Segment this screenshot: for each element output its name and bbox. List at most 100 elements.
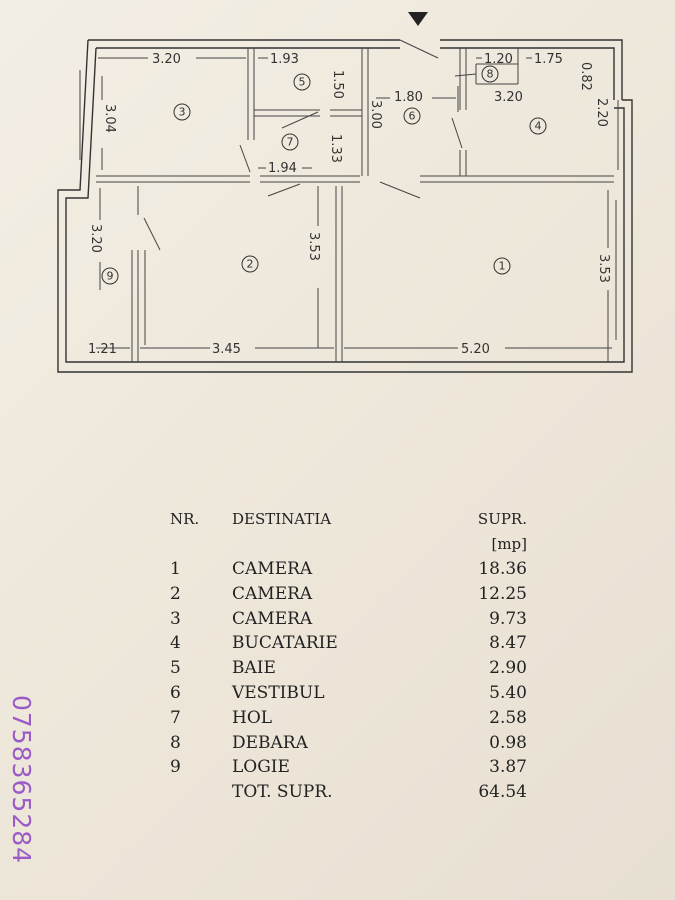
legend-cell-destinatia: HOL [232, 707, 273, 728]
legend-row: 6 VESTIBUL 5.40 [170, 681, 527, 706]
dim-label-room7-width: 1.94 [268, 161, 297, 176]
legend-cell-supr: 5.40 [489, 682, 527, 703]
legend-header-destinatia: DESTINATIA [232, 510, 332, 529]
legend-row: 3 CAMERA 9.73 [170, 606, 527, 631]
legend-cell-nr: 8 [170, 732, 181, 753]
legend-cell-destinatia: VESTIBUL [232, 682, 325, 703]
dim-label-0-82: 0.82 [578, 62, 593, 91]
legend-cell-nr: 6 [170, 682, 181, 703]
legend-cell-destinatia: LOGIE [232, 757, 290, 778]
legend-cell-nr: 3 [170, 608, 181, 629]
room-marker-circle [493, 257, 511, 275]
room-marker-number: 8 [487, 68, 494, 81]
legend-cell-nr: 7 [170, 707, 181, 728]
room-marker-circle [403, 107, 421, 125]
legend-cell-nr: 9 [170, 757, 181, 778]
legend-header-unit: [mp] [491, 535, 527, 554]
room-marker-circle [529, 117, 547, 135]
dim-label-room2-width: 3.45 [212, 342, 241, 357]
dim-label-room8-width: 1.20 [484, 52, 513, 67]
dim-label-room6-height: 3.00 [368, 100, 383, 129]
outer-walls [57, 39, 633, 373]
room-marker: 1 [493, 257, 511, 275]
room-marker-circle [293, 73, 311, 91]
room-marker: 4 [529, 117, 547, 135]
room-marker-circle [101, 267, 119, 285]
room-marker-number: 7 [287, 136, 294, 149]
room-marker: 3 [173, 103, 191, 121]
legend-cell-nr: 5 [170, 658, 181, 679]
legend-row: 1 CAMERA 18.36 [170, 557, 527, 582]
entrance-arrow-icon [408, 12, 428, 26]
dim-label-room5-width: 1.93 [270, 52, 299, 67]
legend-cell-supr: 18.36 [478, 558, 527, 579]
dim-label-room4-width: 3.20 [494, 90, 523, 105]
dim-label-room3-width: 3.20 [152, 52, 181, 67]
legend-cell-supr: 0.98 [489, 732, 527, 753]
room-marker-number: 4 [535, 120, 542, 133]
room-marker-circle [173, 103, 191, 121]
room-markers: 1 2 3 4 5 6 7 8 9 [101, 65, 547, 285]
legend-cell-destinatia: CAMERA [232, 608, 313, 629]
legend-cell-destinatia: BUCATARIE [232, 633, 338, 654]
legend-cell-destinatia: CAMERA [232, 558, 313, 579]
room-marker-circle [481, 65, 499, 83]
legend-header-supr: SUPR. [477, 510, 527, 529]
room-marker-circle [241, 255, 259, 273]
dim-label-room5-height: 1.50 [330, 70, 345, 99]
dim-label-room9-height: 3.20 [88, 224, 103, 253]
legend-row: 4 BUCATARIE 8.47 [170, 631, 527, 656]
legend-cell-destinatia: DEBARA [232, 732, 308, 753]
dimension-lines [96, 57, 612, 362]
legend-cell-destinatia: CAMERA [232, 583, 313, 604]
door-swings [143, 39, 477, 251]
legend-row: 8 DEBARA 0.98 [170, 730, 527, 755]
dim-label-room7-height: 1.33 [328, 134, 343, 163]
legend-cell-supr: 12.25 [478, 583, 527, 604]
room-marker-number: 9 [107, 270, 114, 283]
room-marker-number: 5 [299, 76, 306, 89]
legend-total-row: TOT. SUPR.64.54 [170, 780, 527, 805]
legend-row: 9 LOGIE 3.87 [170, 755, 527, 780]
room-marker-number: 6 [409, 110, 416, 123]
legend-row: 7 HOL 2.58 [170, 705, 527, 730]
room-marker: 5 [293, 73, 311, 91]
legend-cell-destinatia: BAIE [232, 658, 276, 679]
legend-header-nr: NR. [170, 510, 200, 529]
legend-cell-nr: 4 [170, 633, 181, 654]
room-marker: 7 [281, 133, 299, 151]
legend-cell-nr: 2 [170, 583, 181, 604]
dim-label-room9-width: 1.21 [88, 342, 117, 357]
room-marker: 8 [481, 65, 499, 83]
dim-label-room3-height: 3.04 [102, 104, 117, 133]
room-marker-number: 2 [247, 258, 254, 271]
legend-cell-supr: 3.87 [489, 757, 527, 778]
legend-total-label: TOT. SUPR. [232, 782, 333, 803]
legend-cell-supr: 8.47 [489, 633, 527, 654]
legend-row: 2 CAMERA 12.25 [170, 581, 527, 606]
dim-label-room2-height: 3.53 [306, 232, 321, 261]
room-marker-number: 3 [179, 106, 186, 119]
dim-label-room4-height: 2.20 [594, 98, 609, 127]
phone-watermark: 0758365284 [7, 695, 36, 865]
legend-unit-row: [mp] [170, 532, 527, 557]
legend-cell-supr: 9.73 [489, 608, 527, 629]
legend-cell-supr: 2.58 [489, 707, 527, 728]
dim-label-1-80: 1.80 [394, 90, 423, 105]
interior-walls [79, 48, 619, 362]
dim-label-room1-width: 5.20 [461, 342, 490, 357]
room-marker-number: 1 [499, 260, 506, 273]
room-marker: 9 [101, 267, 119, 285]
dimension-labels: 3.20 1.93 1.20 1.75 0.82 1.50 1.80 3.20 … [88, 52, 611, 357]
room-marker-circle [281, 133, 299, 151]
legend-header-row: NR. DESTINATIA SUPR. [170, 507, 527, 532]
legend-cell-nr: 1 [170, 558, 181, 579]
dim-label-1-75: 1.75 [534, 52, 563, 67]
dim-label-room1-height: 3.53 [596, 254, 611, 283]
room-marker: 6 [403, 107, 421, 125]
